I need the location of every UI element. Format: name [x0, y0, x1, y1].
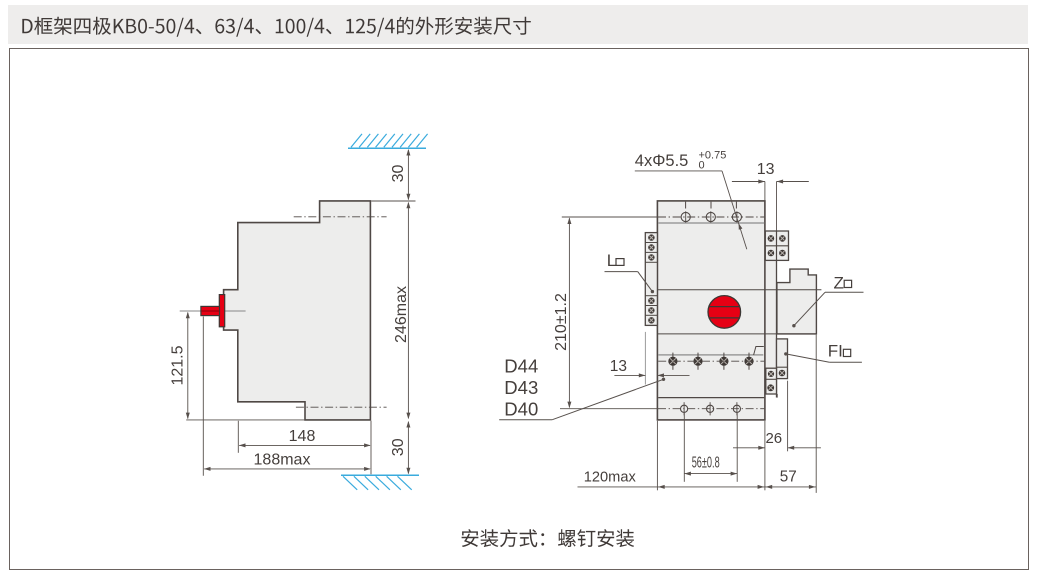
svg-text:121.5: 121.5 — [170, 345, 187, 385]
svg-text:4xΦ5.5: 4xΦ5.5 — [635, 152, 689, 170]
svg-text:56±0.8: 56±0.8 — [692, 455, 720, 472]
svg-text:120max: 120max — [584, 468, 636, 485]
svg-text:30: 30 — [390, 165, 407, 183]
svg-text:26: 26 — [765, 430, 782, 447]
svg-text:+0.75: +0.75 — [699, 150, 727, 162]
svg-text:30: 30 — [390, 438, 407, 456]
svg-text:D43: D43 — [504, 377, 538, 398]
svg-text:188max: 188max — [254, 452, 311, 469]
svg-text:D44: D44 — [504, 355, 538, 376]
svg-text:210±1.2: 210±1.2 — [553, 293, 570, 351]
svg-text:13: 13 — [610, 358, 627, 375]
svg-text:L: L — [607, 251, 616, 270]
svg-text:FI: FI — [828, 341, 843, 360]
svg-text:13: 13 — [757, 161, 775, 178]
svg-text:0: 0 — [699, 160, 705, 172]
svg-text:148: 148 — [289, 428, 316, 445]
svg-text:Z: Z — [834, 274, 844, 293]
svg-text:D40: D40 — [504, 399, 538, 420]
svg-text:57: 57 — [780, 468, 797, 485]
svg-text:246max: 246max — [393, 286, 410, 343]
